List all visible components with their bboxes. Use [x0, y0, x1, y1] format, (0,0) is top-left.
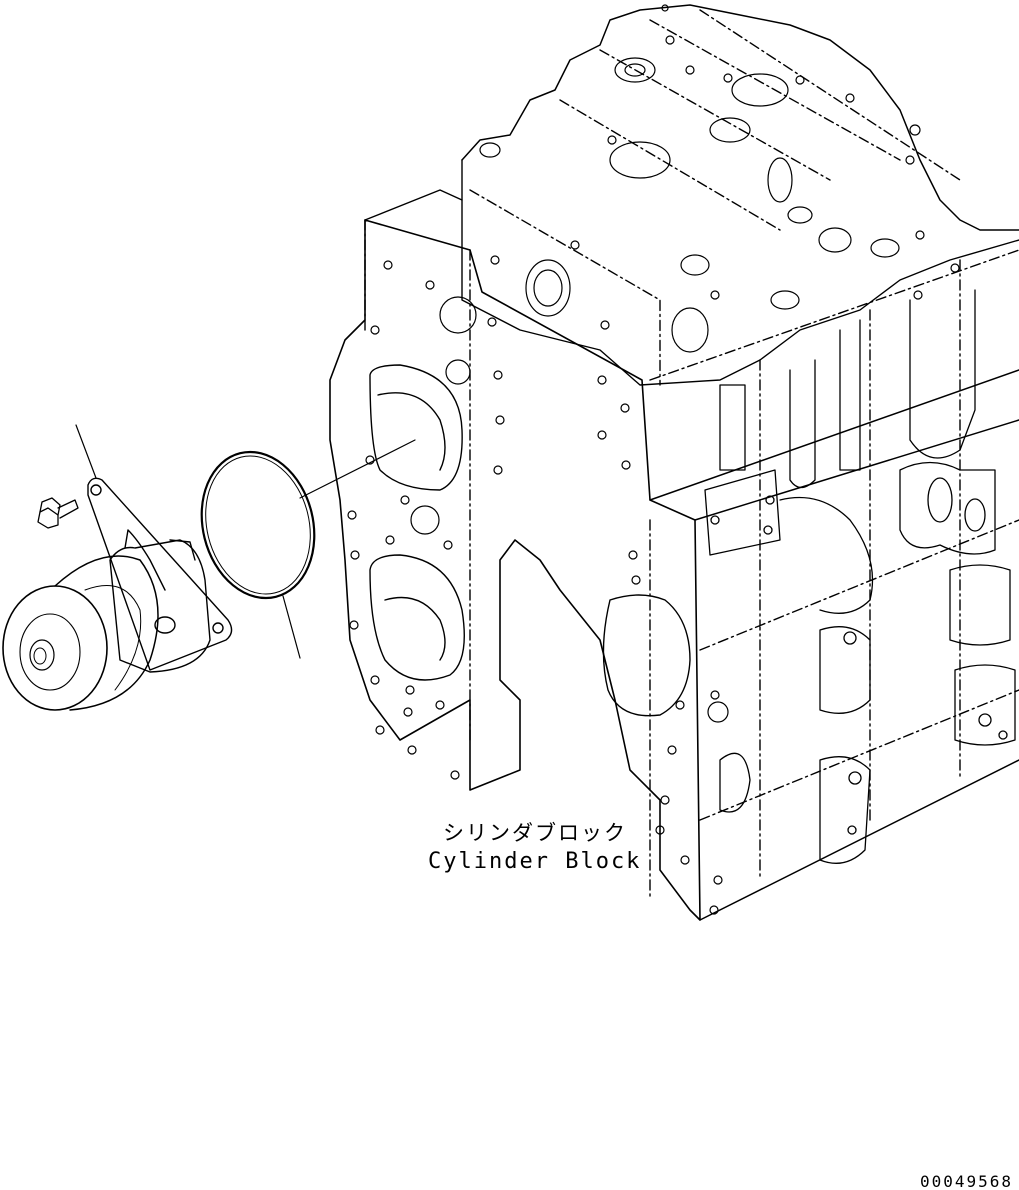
water-pump-illustration [2, 477, 233, 711]
pump-pulley-hub [29, 639, 55, 671]
block-side-ribs [704, 289, 1016, 864]
front-plate-holes [347, 260, 729, 915]
pump-inlet-boss [169, 539, 196, 561]
pump-pulley-ring-1 [19, 613, 81, 691]
cylinder-head-dashes [469, 9, 961, 386]
front-bore-upper [369, 364, 463, 491]
leader-lines [75, 424, 416, 659]
block-front-plate [329, 219, 701, 921]
pump-pulley-face [2, 585, 108, 711]
pump-body [109, 539, 211, 673]
block-top-face [364, 219, 471, 741]
cylinder-head-front [461, 159, 1019, 386]
figure-number: 00049568 [920, 1172, 1013, 1190]
pump-outlet [124, 529, 166, 591]
cylinder-head-details [479, 4, 960, 353]
front-bore-lower-inner [384, 596, 446, 661]
front-bore-right [602, 594, 691, 717]
block-side-dashes [649, 249, 1019, 901]
pump-pulley-side [54, 555, 159, 711]
cylinder-head-outline [461, 4, 1019, 231]
bolt-illustration [37, 497, 79, 529]
label-english: Cylinder Block [428, 849, 641, 874]
block-top-edge [364, 189, 463, 221]
block-side-outline [649, 369, 1019, 921]
gasket-to-block-leader [299, 439, 416, 499]
pump-part-leader [75, 424, 97, 479]
gasket-ring-illustration [200, 450, 316, 600]
pump-mounting-flange [87, 477, 233, 671]
gasket-part-leader [282, 595, 301, 659]
front-bore-upper-inner [377, 392, 446, 471]
label-japanese: シリンダブロック [443, 821, 627, 845]
cylinder-block-illustration [329, 4, 1019, 921]
front-bore-lower [369, 554, 465, 681]
